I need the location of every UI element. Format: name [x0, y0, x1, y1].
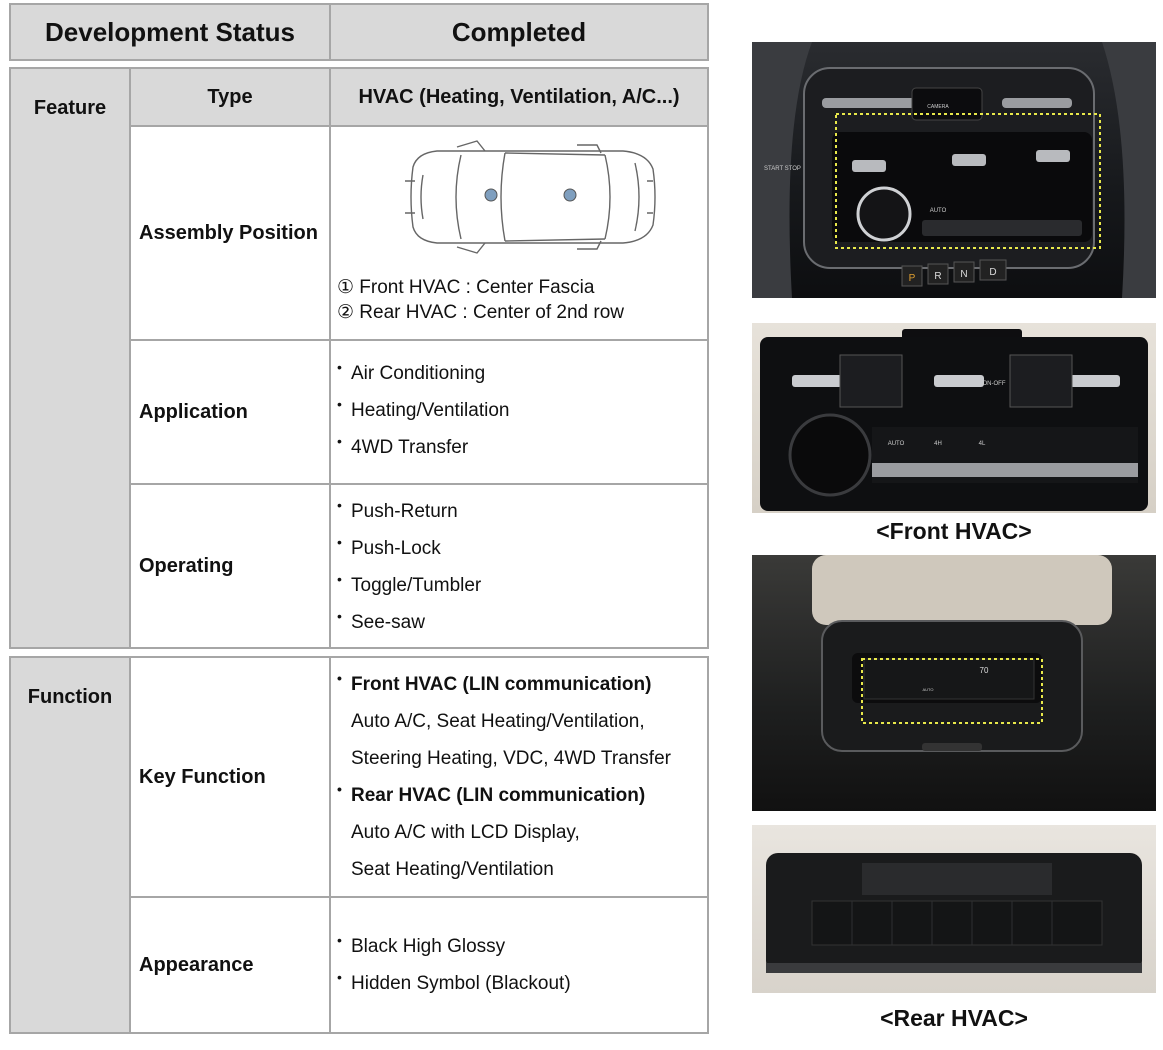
assembly-position-label: Assembly Position: [129, 125, 331, 341]
list-item: Auto A/C with LCD Display,: [351, 822, 580, 843]
assembly-position-cell: ① Front HVAC : Center Fascia ② Rear HVAC…: [329, 125, 709, 341]
key-function-cell: Front HVAC (LIN communication) Auto A/C,…: [329, 656, 709, 898]
list-item: Front HVAC (LIN communication): [337, 660, 671, 703]
rear-console-photo: 70 AUTO: [752, 555, 1156, 811]
list-item: Seat Heating/Ventilation: [351, 859, 554, 880]
type-label: Type: [129, 67, 331, 127]
key-function-list: Front HVAC (LIN communication) Auto A/C,…: [337, 660, 671, 888]
start-stop-text: START STOP: [764, 166, 801, 172]
rear-temp-text: 70: [980, 666, 989, 675]
list-item: Toggle/Tumbler: [337, 561, 481, 604]
front-dashboard-photo: P R N D CAMERA START STOP AUTO: [752, 42, 1156, 298]
rear-hvac-module-photo: [752, 825, 1156, 993]
front-hvac-caption: <Front HVAC>: [876, 518, 1032, 544]
list-item: Rear HVAC (LIN communication): [337, 771, 671, 814]
gear-d-text: D: [989, 267, 996, 278]
type-label-text: Type: [207, 85, 253, 108]
list-item: 4WD Transfer: [337, 423, 509, 466]
auto-text-3: AUTO: [922, 687, 933, 692]
assembly-label-text: Assembly Position: [139, 221, 318, 244]
car-top-view-diagram: [405, 140, 656, 254]
status-value-cell: Completed: [329, 3, 709, 61]
list-item: See-saw: [337, 598, 481, 641]
list-item: Auto A/C, Seat Heating/Ventilation,: [351, 711, 645, 732]
four-l-text: 4L: [979, 441, 986, 447]
gear-n-text: N: [960, 269, 967, 280]
assembly-line-front: ① Front HVAC : Center Fascia: [337, 277, 595, 298]
list-item: Steering Heating, VDC, 4WD Transfer: [351, 748, 671, 769]
front-hvac-marker: [484, 188, 498, 202]
appearance-label: Appearance: [129, 896, 331, 1034]
development-status-text: Development Status: [45, 16, 295, 47]
status-value-text: Completed: [451, 16, 587, 47]
assembly-line-rear: ② Rear HVAC : Center of 2nd row: [337, 302, 625, 323]
auto-text-1: AUTO: [930, 208, 947, 214]
list-item: Black High Glossy: [337, 922, 571, 965]
function-label-text: Function: [27, 686, 113, 708]
key-function-label-text: Key Function: [139, 765, 266, 788]
development-status-label: Development Status: [9, 3, 331, 61]
gear-p-text: P: [909, 273, 916, 284]
operating-label-text: Operating: [139, 554, 234, 577]
rear-hvac-caption: <Rear HVAC>: [880, 1005, 1028, 1031]
function-section-label: Function: [9, 656, 131, 1034]
front-hvac-module-photo: AUTO 4H 4L ON-OFF: [752, 323, 1156, 513]
application-list: Air Conditioning Heating/Ventilation 4WD…: [337, 349, 509, 466]
list-item: Heating/Ventilation: [337, 386, 509, 429]
appearance-list: Black High Glossy Hidden Symbol (Blackou…: [337, 922, 571, 1002]
list-item: Air Conditioning: [337, 349, 509, 392]
four-h-text: 4H: [934, 441, 942, 447]
gear-r-text: R: [934, 271, 941, 282]
operating-cell: Push-Return Push-Lock Toggle/Tumbler See…: [329, 483, 709, 649]
list-item: Push-Lock: [337, 524, 481, 567]
appearance-label-text: Appearance: [139, 953, 254, 976]
operating-label: Operating: [129, 483, 331, 649]
list-item: Hidden Symbol (Blackout): [337, 959, 571, 1002]
operating-list: Push-Return Push-Lock Toggle/Tumbler See…: [337, 487, 481, 641]
application-cell: Air Conditioning Heating/Ventilation 4WD…: [329, 339, 709, 485]
rear-hvac-marker: [563, 188, 577, 202]
application-label-text: Application: [139, 400, 248, 423]
feature-label-text: Feature: [33, 97, 107, 119]
list-item: Push-Return: [337, 487, 481, 530]
key-function-label: Key Function: [129, 656, 331, 898]
type-value: HVAC (Heating, Ventilation, A/C...): [329, 67, 709, 127]
application-label: Application: [129, 339, 331, 485]
appearance-cell: Black High Glossy Hidden Symbol (Blackou…: [329, 896, 709, 1034]
type-value-text: HVAC (Heating, Ventilation, A/C...): [358, 85, 680, 108]
feature-section-label: Feature: [9, 67, 131, 649]
camera-text: CAMERA: [927, 104, 949, 110]
on-off-text: ON-OFF: [983, 381, 1006, 387]
auto-text-2: AUTO: [888, 441, 905, 447]
